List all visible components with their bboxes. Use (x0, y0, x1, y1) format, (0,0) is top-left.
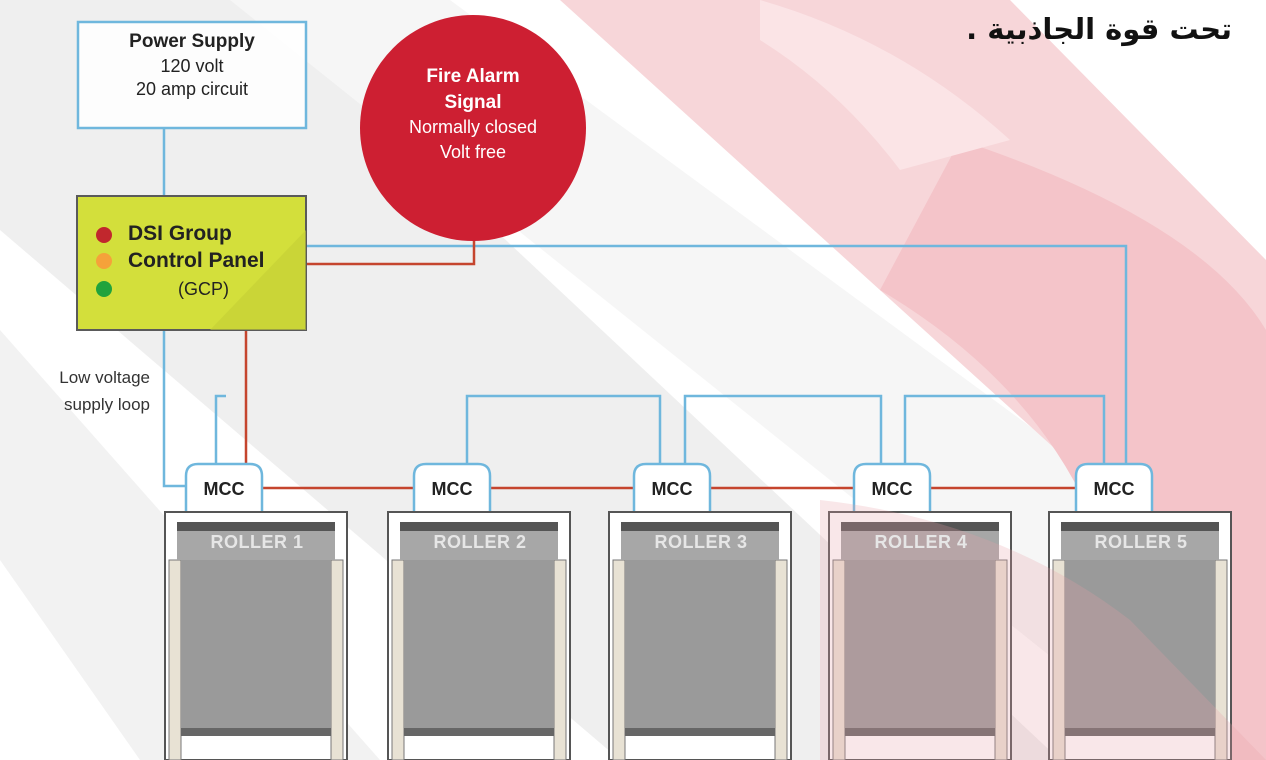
mcc-label-5: MCC (1093, 479, 1135, 499)
fire-alarm-line-2: Volt free (439, 141, 507, 162)
green-indicator-icon (96, 281, 112, 297)
gcp-abbr: (GCP) (178, 279, 229, 299)
watermark-overlay (820, 500, 1266, 760)
power-supply-box (76, 20, 308, 130)
mcc-label-1: MCC (203, 479, 245, 499)
roller-label-3: ROLLER 3 (654, 532, 748, 552)
power-supply-label: Power Supply 120 volt 20 amp circuit (78, 30, 306, 101)
arabic-heading: تحت قوة الجاذبية . (966, 12, 1232, 46)
mcc-label-2: MCC (431, 479, 473, 499)
mcc-boxes (184, 462, 1154, 512)
roller-label-5: ROLLER 5 (1094, 532, 1188, 552)
low-voltage-line-2: supply loop (63, 395, 150, 415)
fire-alarm-title-2: Signal (444, 91, 502, 113)
fire-alarm-circle (360, 15, 586, 241)
roller-units (164, 511, 1232, 760)
power-supply-voltage: 120 volt (160, 55, 224, 76)
fire-alarm-line-1: Normally closed (408, 117, 538, 138)
fire-alarm-title-1: Fire Alarm (426, 66, 520, 87)
gcp-title-1: DSI Group (128, 222, 232, 245)
power-supply-circuit: 20 amp circuit (135, 79, 249, 100)
roller-label-1: ROLLER 1 (210, 532, 304, 552)
low-voltage-line-1: Low voltage (59, 368, 150, 387)
amber-indicator-icon (96, 253, 112, 269)
red-indicator-icon (96, 227, 112, 243)
gcp-title-2: Control Panel (128, 249, 265, 272)
mcc-label-3: MCC (651, 479, 693, 499)
power-supply-title: Power Supply (129, 31, 255, 52)
low-voltage-label: Low voltage supply loop (0, 364, 150, 418)
mcc-label-4: MCC (871, 479, 913, 499)
roller-label-2: ROLLER 2 (433, 532, 527, 552)
blue-wires (162, 128, 1128, 488)
roller-label-4: ROLLER 4 (874, 532, 968, 552)
fire-alarm-label: Fire Alarm Signal Normally closed Volt f… (360, 64, 586, 164)
